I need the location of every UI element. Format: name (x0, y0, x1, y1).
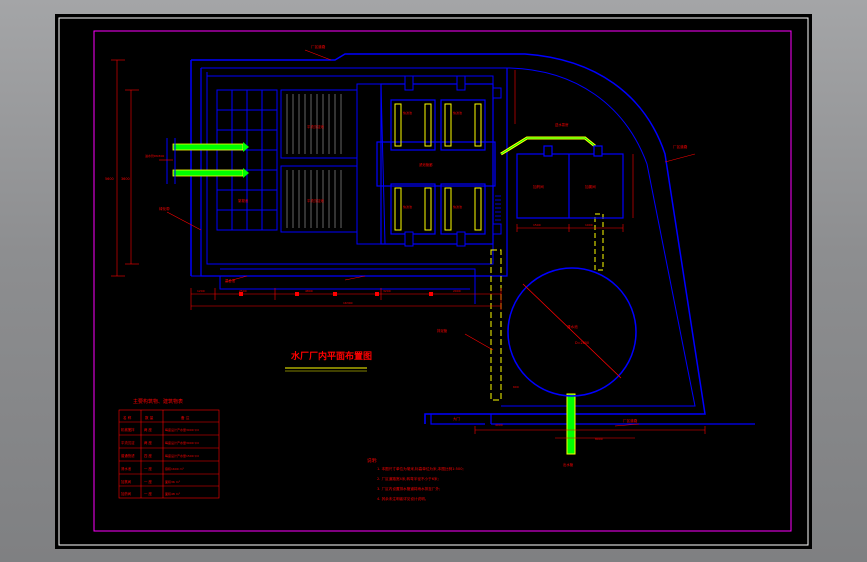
label-road-top: 厂区道路 (311, 44, 326, 49)
drawing-sheet: 水厂厂内平面布置图 主要构筑物、建筑物表 名 称 数 量 备 注 机械搅拌 两 … (55, 14, 812, 549)
legend-r2-note: 每座设计产水量3000 t/d (165, 440, 199, 445)
legend-r4-qty: 一 座 (144, 466, 152, 471)
dim-tank-diameter: D=2800 (575, 341, 589, 345)
dosing-building (516, 145, 624, 219)
dim-bottom-d: 3200 (383, 289, 391, 293)
label-clear-tank: 清水池 (567, 324, 578, 329)
drawing-text-layer: 水厂厂内平面布置图 主要构筑物、建筑物表 名 称 数 量 备 注 机械搅拌 两 … (105, 44, 688, 501)
legend-header-note: 备 注 (181, 415, 190, 420)
label-road-right: 厂区道路 (673, 144, 688, 149)
label-filter-d: 快滤池 (453, 204, 462, 209)
inlet-pipes (159, 138, 249, 184)
label-filter-b: 快滤池 (453, 110, 462, 115)
dim-bottom-b: 2500 (239, 289, 247, 293)
outer-frame (58, 17, 809, 546)
legend-r2-qty: 两 座 (144, 440, 152, 445)
legend-r6-name: 加药间 (121, 491, 132, 496)
dimension-ticks (239, 292, 433, 296)
legend-r1-note: 每座设计产水量3000 t/d (165, 427, 199, 432)
label-dosing-room: 加药间 (533, 184, 544, 189)
filter-valves (404, 75, 502, 247)
filter-yellow-pipes (394, 103, 482, 231)
dim-bottom-c: 4800 (305, 289, 313, 293)
filter-side-stairs (495, 195, 501, 221)
notes-heading: 说明: (367, 457, 378, 464)
legend-title: 主要构筑物、建筑物表 (133, 398, 183, 405)
legend-r5-name: 加氯间 (121, 479, 132, 484)
label-green-belt: 绿化带 (159, 206, 170, 211)
label-outlet-pipe: 出水管 (563, 462, 574, 467)
legend-r3-note: 每座设计产水量1500 t/d (165, 453, 199, 458)
legend-r5-note: 面积36 m² (165, 479, 181, 484)
dim-right-b: 1000 (585, 223, 593, 227)
legend-header-qty: 数 量 (145, 415, 154, 420)
label-filter-c: 快滤池 (403, 204, 412, 209)
legend-r6-note: 面积48 m² (165, 491, 181, 496)
dim-right-a: 1500 (533, 223, 541, 227)
label-road-bottom: 厂区道路 (623, 418, 638, 423)
sedimentation-tanks (280, 83, 386, 245)
label-gate: 大门 (453, 416, 460, 421)
label-flocculation: 絮凝池 (238, 198, 249, 203)
legend-r1-name: 机械搅拌 (121, 427, 135, 432)
legend-r4-name: 清水池 (121, 466, 132, 471)
label-chlorine-room: 加氯间 (585, 184, 596, 189)
note-1: 1. 本图尺寸单位为毫米,标高单位为米,本图比例1:500; (377, 466, 464, 471)
inner-road-edge (201, 67, 696, 407)
dim-gate-w: 600 (513, 385, 519, 389)
legend-header-name: 名 称 (123, 415, 132, 420)
note-2: 2. 厂区道路宽4米,转弯半径不小于6米; (377, 476, 439, 481)
label-mixing-tank: 混合池 (225, 278, 236, 283)
legend-r1-qty: 两 座 (144, 427, 152, 432)
label-inlet-pipe: 进水管DN300 (145, 153, 164, 158)
pipe-to-dosing (490, 136, 604, 455)
legend-r3-name: 普通快滤 (121, 453, 135, 458)
road-bottom-edge (424, 414, 755, 425)
flocculation-grid (216, 89, 278, 231)
note-4: 4. 其余未注明者详见设计说明。 (377, 496, 428, 501)
site-boundary-road (190, 53, 706, 424)
drawing-title: 水厂厂内平面布置图 (291, 350, 372, 362)
legend-r6-qty: 一 座 (144, 491, 152, 496)
dim-left-part: 3600 (121, 177, 130, 181)
inner-frame (93, 30, 792, 532)
dim-road-gap: 4000 (495, 423, 503, 427)
sed-hatch (286, 94, 342, 228)
dim-left-total: 5600 (105, 177, 114, 181)
note-3: 3. 厂区内设置排水管道将雨水排至厂外; (377, 486, 440, 491)
dim-bottom-total: 16300 (343, 301, 353, 305)
legend-table-lines (118, 409, 220, 499)
legend-r5-qty: 一 座 (144, 479, 152, 484)
site-plan-drawing: 水厂厂内平面布置图 主要构筑物、建筑物表 名 称 数 量 备 注 机械搅拌 两 … (58, 17, 809, 546)
label-filter-a: 快滤池 (403, 110, 412, 115)
label-sludge-pipe: 排泥管 (437, 328, 448, 333)
tank-diameter-line (522, 283, 622, 379)
label-pump: 送水泵房 (555, 122, 569, 127)
dim-bottom-a: 1200 (197, 289, 205, 293)
structure-wall-inner (206, 72, 494, 265)
label-sed-a: 平流沉淀池 (307, 124, 325, 129)
dim-bottom-e: 2000 (453, 289, 461, 293)
legend-r3-qty: 四 座 (144, 453, 152, 458)
label-sed-b: 平流沉淀池 (307, 198, 325, 203)
legend-r2-name: 平流沉淀 (121, 440, 135, 445)
dim-road-span: 8000 (595, 437, 603, 441)
label-filter-gallery: 滤池管廊 (419, 162, 433, 167)
clear-water-tank (507, 267, 637, 397)
entrance-road (219, 268, 476, 304)
legend-r4-note: 容积1600 m³ (165, 466, 185, 471)
